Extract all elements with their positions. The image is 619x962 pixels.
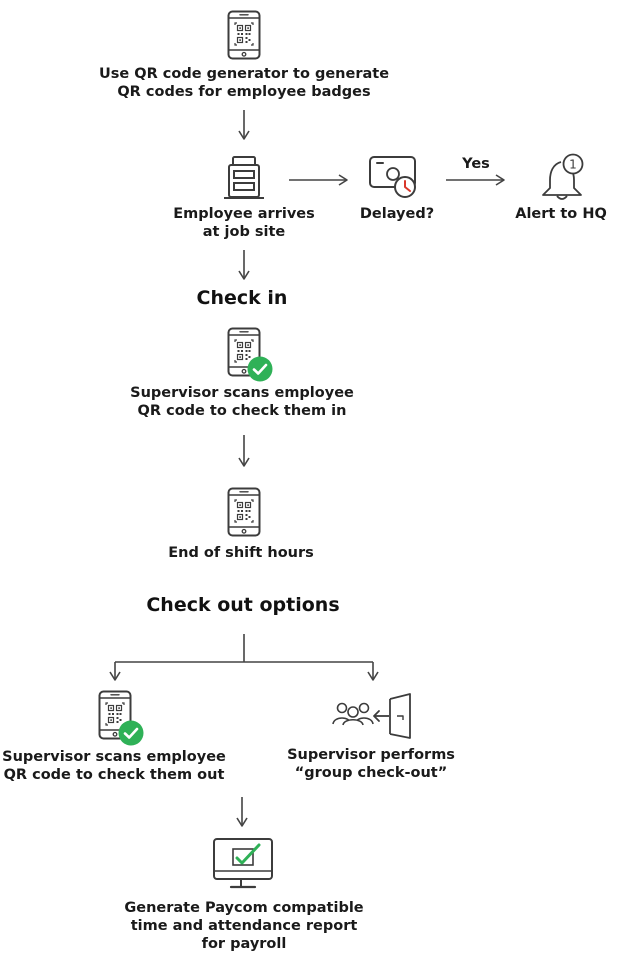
node-delayed-label: Delayed? bbox=[360, 205, 434, 223]
edge-label-text: Yes bbox=[462, 156, 490, 172]
node-label-line: Employee arrives bbox=[173, 206, 315, 222]
notification-badge-count: 1 bbox=[569, 158, 577, 172]
node-label-line: Supervisor scans employee bbox=[2, 749, 226, 765]
heading-check-in: Check in bbox=[196, 287, 288, 309]
building-icon bbox=[224, 156, 264, 199]
phone-qr-check-icon bbox=[227, 327, 273, 382]
node-end-shift-label: End of shift hours bbox=[168, 544, 314, 562]
node-label-line: Supervisor scans employee bbox=[130, 385, 354, 401]
node-report-label: Generate Paycom compatible time and atte… bbox=[124, 899, 363, 953]
monitor-check-icon bbox=[213, 838, 273, 889]
node-label-line: time and attendance report bbox=[130, 918, 358, 934]
node-label-line: QR codes for employee badges bbox=[117, 84, 371, 100]
node-label-line: QR code to check them out bbox=[3, 767, 225, 783]
node-scan-in-label: Supervisor scans employee QR code to che… bbox=[130, 384, 354, 420]
phone-qr-icon bbox=[227, 487, 261, 537]
node-group-out-label: Supervisor performs “group check-out” bbox=[287, 746, 455, 782]
group-door-exit-icon bbox=[332, 693, 411, 739]
node-label-line: Alert to HQ bbox=[515, 206, 607, 222]
connectors bbox=[109, 110, 505, 827]
edge-label-yes: Yes bbox=[462, 155, 490, 173]
node-label-line: for payroll bbox=[201, 936, 287, 952]
phone-qr-icon bbox=[227, 10, 261, 60]
phone-qr-check-icon bbox=[98, 690, 144, 746]
node-alert-label: Alert to HQ bbox=[515, 205, 607, 223]
node-label-line: QR code to check them in bbox=[137, 403, 347, 419]
node-label-line: Delayed? bbox=[359, 206, 435, 222]
node-label-line: Use QR code generator to generate bbox=[98, 66, 390, 82]
node-label-line: Generate Paycom compatible bbox=[124, 900, 364, 916]
node-label-line: End of shift hours bbox=[168, 545, 314, 561]
heading-check-out-options: Check out options bbox=[146, 594, 340, 616]
node-label-line: “group check-out” bbox=[294, 765, 448, 781]
node-generate-qr-label: Use QR code generator to generate QR cod… bbox=[99, 65, 389, 101]
node-label-line: at job site bbox=[202, 224, 286, 240]
node-scan-out-label: Supervisor scans employee QR code to che… bbox=[2, 748, 226, 784]
bell-notification-icon: 1 bbox=[542, 153, 584, 200]
node-label-line: Supervisor performs bbox=[287, 747, 455, 763]
id-card-clock-icon bbox=[369, 156, 416, 198]
node-arrives-label: Employee arrives at job site bbox=[173, 205, 314, 241]
